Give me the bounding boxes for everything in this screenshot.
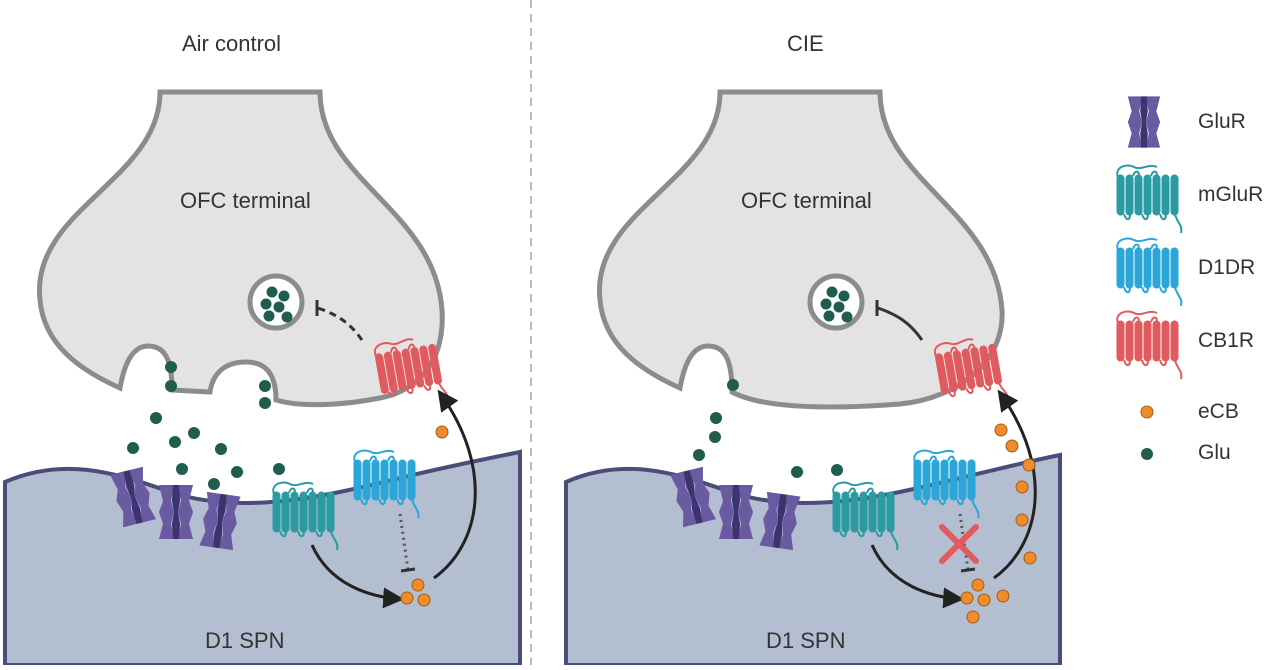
blocked-x-mark bbox=[939, 524, 979, 564]
vesicle-glu-cluster bbox=[820, 286, 853, 323]
legend-label-glu: Glu bbox=[1198, 441, 1231, 464]
ecb-cluster bbox=[960, 423, 1037, 624]
released-glu bbox=[693, 379, 843, 478]
legend-glu-icon bbox=[1141, 448, 1153, 460]
legend-d1dr-icon bbox=[1116, 237, 1183, 307]
legend-ecb-icon bbox=[1140, 405, 1154, 419]
released-glu bbox=[127, 361, 285, 490]
panel-air-control bbox=[3, 89, 522, 667]
legend-label-d1dr: D1DR bbox=[1198, 256, 1256, 279]
mglur-to-ecb-arrow bbox=[870, 544, 965, 609]
ecb-to-cb1r-arrow bbox=[993, 389, 1037, 580]
legend-mglur-icon bbox=[1116, 164, 1183, 234]
legend-label-mglur: mGluR bbox=[1198, 183, 1264, 206]
cb1r-inhibition-solid bbox=[877, 306, 924, 341]
legend-cb1r-icon bbox=[1116, 310, 1183, 380]
ofc-terminal bbox=[597, 89, 1005, 410]
terminal-label-air: OFC terminal bbox=[180, 188, 311, 213]
panel-title-cie: CIE bbox=[787, 31, 824, 56]
mglur-to-ecb-arrow bbox=[310, 544, 405, 609]
panel-title-air: Air control bbox=[182, 31, 282, 56]
synaptic-vesicle bbox=[807, 273, 865, 331]
vesicle-glu-cluster bbox=[260, 286, 293, 323]
ecb-to-cb1r-arrow bbox=[433, 389, 477, 580]
ecb-cluster bbox=[400, 425, 449, 607]
legend bbox=[1116, 96, 1183, 460]
neuron-label-cie: D1 SPN bbox=[766, 628, 846, 653]
panel-cie bbox=[564, 89, 1062, 667]
cb1r-inhibition-dashed bbox=[317, 306, 364, 341]
synaptic-vesicle bbox=[247, 273, 305, 331]
terminal-label-cie: OFC terminal bbox=[741, 188, 872, 213]
legend-glur-icon bbox=[1127, 96, 1161, 148]
legend-label-ecb: eCB bbox=[1198, 400, 1239, 423]
legend-label-cb1r: CB1R bbox=[1198, 329, 1255, 352]
legend-label-glur: GluR bbox=[1198, 110, 1246, 133]
ofc-terminal bbox=[37, 89, 445, 408]
neuron-label-air: D1 SPN bbox=[205, 628, 285, 653]
